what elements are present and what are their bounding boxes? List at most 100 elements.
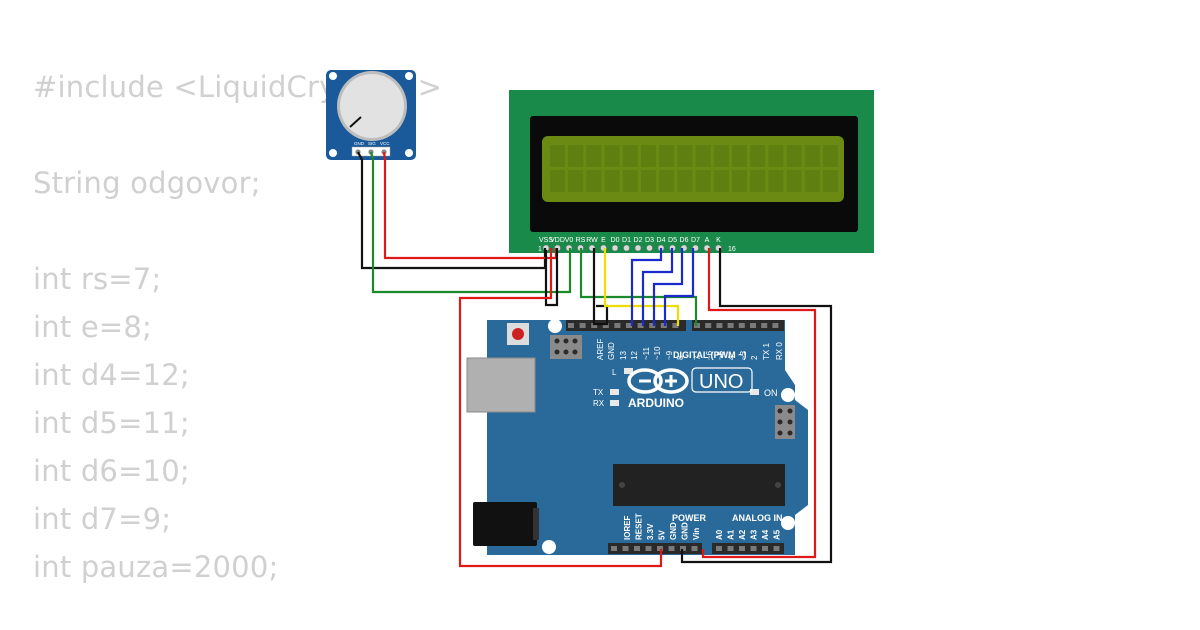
- digital-pin-hole: [591, 323, 598, 328]
- digital-pin-label: ~3: [739, 350, 748, 360]
- lcd-char-cell: [550, 170, 565, 192]
- power-pin-label: GND: [681, 522, 690, 540]
- digital-pin-hole: [579, 323, 586, 328]
- mount-hole: [405, 72, 413, 80]
- code-line: int pauza=2000;: [33, 550, 279, 584]
- lcd-char-cell: [659, 145, 675, 167]
- icsp-pin: [787, 419, 793, 425]
- lcd-char-cell: [622, 170, 638, 192]
- digital-header-right: [692, 320, 784, 331]
- lcd-char-cell: [804, 170, 820, 192]
- digital-pin-hole: [626, 323, 632, 328]
- mount-hole: [781, 388, 795, 402]
- lcd-pin-label: E: [601, 237, 606, 244]
- icsp-pin: [563, 338, 569, 344]
- lcd-char-cell: [786, 170, 802, 192]
- digital-pin-hole: [602, 323, 609, 328]
- digital-pin-hole: [761, 323, 768, 328]
- power-pin-label: GND: [669, 522, 678, 540]
- icsp-pin: [777, 419, 783, 425]
- lcd-char-cell: [786, 145, 802, 167]
- wire-d6: [652, 248, 684, 326]
- pot-pin-label: SIG: [368, 141, 376, 146]
- analog-pin-hole: [750, 546, 757, 551]
- wire-rw-gnd: [592, 248, 609, 326]
- code-line: int d5=11;: [33, 406, 190, 440]
- lcd-char-cell: [604, 145, 620, 167]
- usb-port: [466, 357, 536, 413]
- lcd-pin-last-number: 16: [728, 246, 736, 253]
- icsp-pin: [554, 338, 560, 344]
- digital-pin-label: 2: [750, 355, 759, 360]
- digital-header-label: DIGITAL (PWM ~): [673, 350, 746, 360]
- lcd-pin-first-number: 1: [538, 246, 542, 253]
- lcd-char-cell: [677, 170, 693, 192]
- mount-hole: [548, 319, 562, 333]
- icsp-pin: [787, 408, 793, 414]
- lcd-char-cell: [659, 170, 675, 192]
- icsp-pin: [787, 430, 793, 436]
- digital-pin-label: ~5: [716, 350, 725, 360]
- digital-pin-label: ~11: [642, 346, 651, 360]
- icsp-pin: [563, 349, 569, 355]
- analog-header-label: ANALOG IN: [732, 513, 783, 523]
- reset-button[interactable]: [512, 328, 524, 340]
- lcd-cell-grid: [550, 145, 838, 192]
- digital-pin-hole: [738, 323, 745, 328]
- mount-hole: [781, 516, 795, 530]
- wire-5v-supply: [458, 248, 663, 568]
- digital-pin-label: AREF: [596, 339, 605, 360]
- led-rx-label: RX: [593, 399, 605, 408]
- icsp-pin: [554, 349, 560, 355]
- digital-pin-hole: [660, 323, 667, 328]
- lcd-pin-label: D1: [622, 237, 631, 244]
- lcd-pin-label: D3: [645, 237, 654, 244]
- wires: [357, 151, 833, 568]
- lcd-pin-label: V0: [565, 237, 574, 244]
- digital-pin-label: TX 1: [762, 343, 771, 360]
- led-l: [624, 368, 633, 374]
- digital-pin-label: 7: [693, 355, 702, 360]
- digital-pin-hole: [637, 323, 644, 328]
- analog-pin-label: A0: [715, 529, 724, 540]
- code-line: int d6=10;: [33, 454, 190, 488]
- wire-backlight-anode: [701, 248, 817, 559]
- wire-pot-signal: [369, 151, 572, 294]
- power-pin-hole: [634, 546, 640, 551]
- lcd-pin-hole: [611, 244, 619, 252]
- lcd-char-cell: [677, 145, 693, 167]
- digital-pin-label: 12: [630, 351, 639, 360]
- code-line: int d7=9;: [33, 502, 172, 536]
- power-pin-hole: [668, 546, 675, 551]
- power-pin-hole: [645, 546, 652, 551]
- digital-pin-label: 4: [727, 355, 736, 360]
- lcd-char-cell: [641, 170, 656, 192]
- lcd-char-cell: [750, 170, 766, 192]
- lcd-char-cell: [768, 145, 784, 167]
- led-tx-label: TX: [593, 388, 604, 397]
- digital-pin-hole: [772, 323, 779, 328]
- icsp-pin: [777, 408, 783, 414]
- analog-pin-hole: [716, 546, 722, 551]
- lcd-pin-hole: [623, 244, 630, 252]
- potentiometer-knob[interactable]: [340, 74, 404, 138]
- wire-vss-gnd: [544, 248, 559, 307]
- analog-pin-hole: [739, 546, 745, 551]
- digital-pin-label: 8: [676, 355, 685, 360]
- power-pin-hole: [680, 546, 686, 551]
- wire-enable: [603, 248, 680, 326]
- power-header: [608, 543, 702, 554]
- potentiometer[interactable]: GND SIG VCC: [326, 70, 416, 160]
- lcd-char-cell: [586, 170, 602, 192]
- lcd-char-cell: [695, 170, 711, 192]
- knob-indicator: [349, 116, 362, 128]
- analog-pin-label: A3: [750, 529, 759, 540]
- mount-hole: [542, 540, 556, 554]
- mount-hole: [329, 72, 337, 80]
- lcd-pin-label: D6: [680, 237, 689, 244]
- mount-hole: [329, 149, 337, 157]
